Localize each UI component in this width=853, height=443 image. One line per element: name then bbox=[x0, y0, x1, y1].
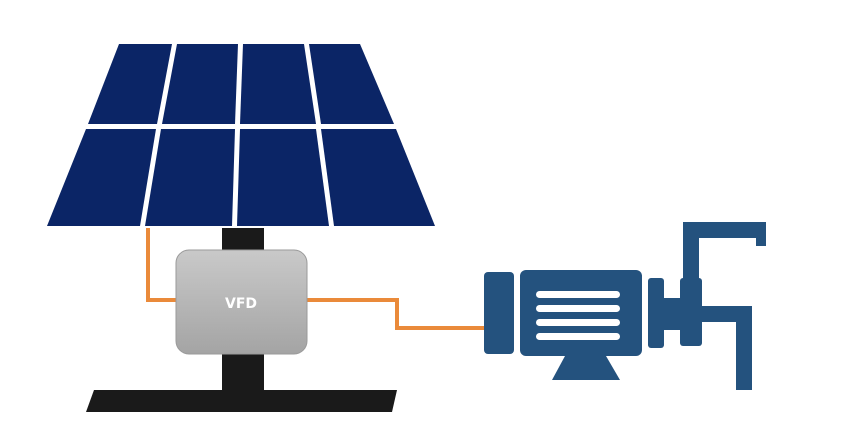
suction-pipe-vertical bbox=[736, 306, 752, 390]
coupling-flange bbox=[648, 278, 664, 348]
suction-pipe-horizontal bbox=[700, 306, 746, 322]
outlet-flange bbox=[756, 222, 766, 246]
solar-panel-icon bbox=[46, 42, 436, 228]
coupling-shaft bbox=[664, 298, 680, 330]
panel-cell bbox=[47, 129, 156, 226]
discharge-pipe-top bbox=[683, 222, 765, 238]
panel-cell bbox=[321, 129, 435, 226]
panel-cell bbox=[240, 44, 316, 124]
vfd-box-icon: VFD bbox=[175, 249, 308, 355]
mount-post-lower bbox=[222, 350, 264, 392]
panel-mount bbox=[86, 228, 397, 412]
motor-end-cap bbox=[484, 272, 514, 354]
wire-panel-to-vfd bbox=[146, 228, 180, 302]
discharge-pipe-vertical bbox=[683, 222, 699, 292]
panel-cell bbox=[162, 44, 238, 124]
mount-post-upper bbox=[222, 228, 264, 252]
motor-fins bbox=[536, 291, 620, 340]
wire-vfd-to-motor bbox=[304, 298, 486, 330]
mount-base bbox=[86, 390, 397, 412]
pump-casing bbox=[680, 278, 702, 346]
motor-foot bbox=[552, 356, 620, 380]
vfd-box bbox=[175, 249, 308, 355]
panel-cell bbox=[88, 44, 172, 124]
vfd-label: VFD bbox=[225, 296, 257, 312]
panel-cell bbox=[237, 129, 329, 226]
panel-cell bbox=[309, 44, 394, 124]
panel-cell bbox=[145, 129, 235, 226]
motor-body bbox=[520, 270, 642, 356]
motor-pump-icon bbox=[484, 222, 766, 390]
wiring bbox=[146, 228, 486, 330]
